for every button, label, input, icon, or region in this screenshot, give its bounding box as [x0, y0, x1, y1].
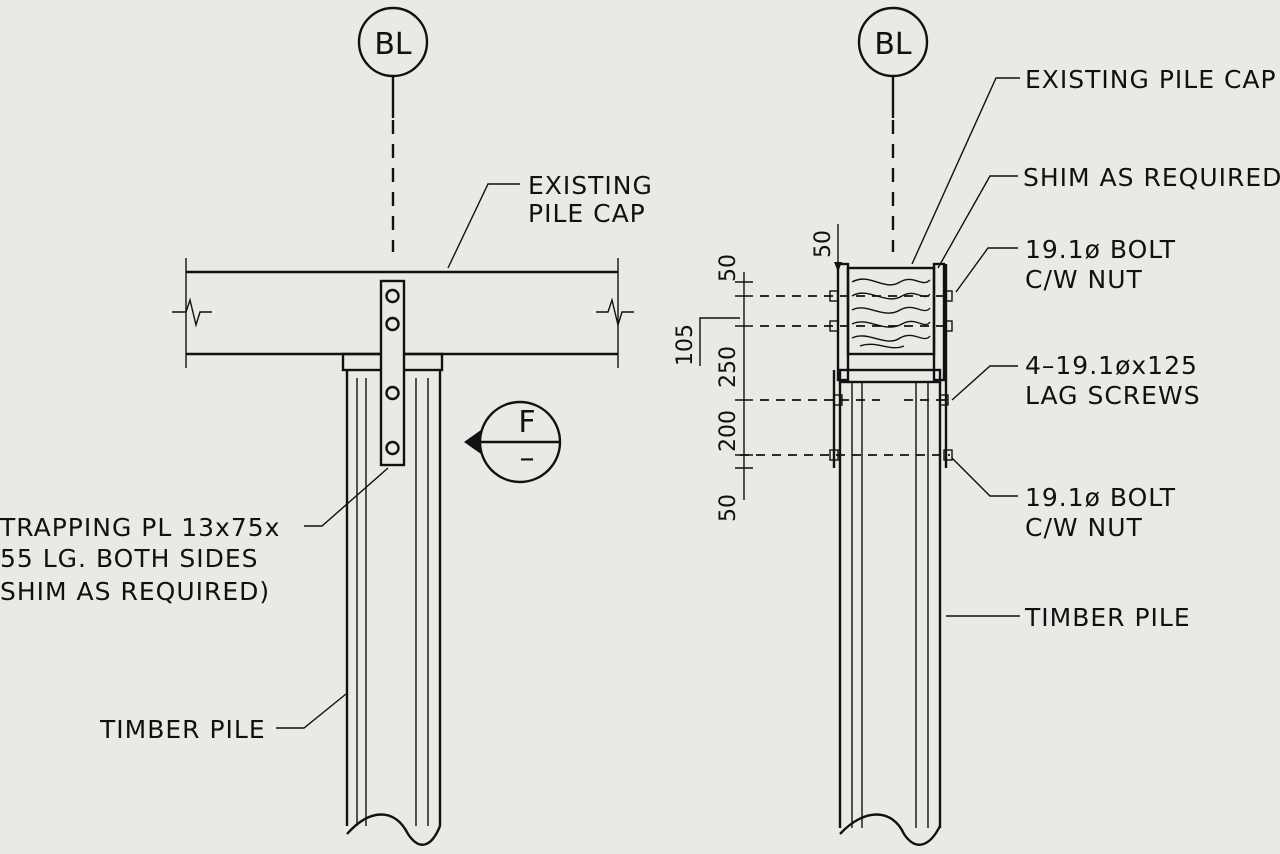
leader-shim: [937, 175, 1018, 269]
baseline-symbol-left: BL: [357, 6, 429, 78]
timber-pile-right: [838, 368, 942, 846]
leader-cap-left: [447, 183, 520, 269]
bolt-bottom-label-line1: 19.1ø BOLT: [1025, 483, 1176, 512]
lag-screw-row: [760, 394, 949, 406]
strapping-plate: [379, 279, 406, 467]
dimension-string: [699, 224, 842, 500]
lag-label-line1: 4–19.1øx125: [1025, 351, 1198, 380]
dim-50-bottom: 50: [716, 494, 741, 522]
svg-text:BL: BL: [374, 27, 412, 62]
lag-label-line2: LAG SCREWS: [1025, 381, 1201, 410]
leader-bolt-top: [955, 247, 1018, 293]
pile-label-left: TIMBER PILE: [99, 715, 266, 744]
bolt-row-2: [760, 320, 953, 332]
dim-200: 200: [716, 410, 741, 452]
cap-label-right: EXISTING PILE CAP: [1025, 65, 1277, 94]
bolt-row-3: [740, 449, 953, 461]
strap-label-line2: 55 LG. BOTH SIDES: [0, 544, 259, 573]
shim-label: SHIM AS REQUIRED: [1023, 163, 1280, 192]
cap-label-left-line2: PILE CAP: [528, 199, 646, 228]
svg-text:BL: BL: [874, 27, 912, 62]
timber-pile-left: [341, 352, 444, 846]
bolt-bottom-label-line2: C/W NUT: [1025, 513, 1143, 542]
dim-50-cap: 50: [811, 230, 836, 258]
leader-strap: [304, 467, 389, 527]
bolt-top-label-line2: C/W NUT: [1025, 265, 1143, 294]
bolt-row-1: [760, 290, 953, 302]
svg-text:F: F: [518, 405, 535, 440]
section-marker-f: F –: [464, 400, 562, 484]
right-section-view: BL: [673, 6, 1280, 846]
strap-label-line1: TRAPPING PL 13x75x: [0, 513, 280, 542]
pile-cap-cross-section: [846, 266, 936, 356]
svg-text:–: –: [520, 441, 535, 476]
strap-label-line3: SHIM AS REQUIRED): [0, 577, 270, 606]
baseline-symbol-right: BL: [857, 6, 929, 78]
dim-50-top: 50: [716, 254, 741, 282]
side-plate-right: [932, 262, 946, 382]
dim-105: 105: [673, 324, 698, 366]
pile-label-right: TIMBER PILE: [1024, 603, 1191, 632]
leader-cap-right: [911, 77, 1020, 265]
dim-250: 250: [716, 346, 741, 388]
leader-pile-left: [276, 693, 347, 729]
leader-bolt-bottom: [951, 457, 1018, 497]
side-plate-left: [836, 262, 850, 382]
bolt-top-label-line1: 19.1ø BOLT: [1025, 235, 1176, 264]
leader-lag: [951, 365, 1018, 401]
cap-label-left-line1: EXISTING: [528, 171, 653, 200]
left-elevation-view: BL: [0, 6, 653, 846]
